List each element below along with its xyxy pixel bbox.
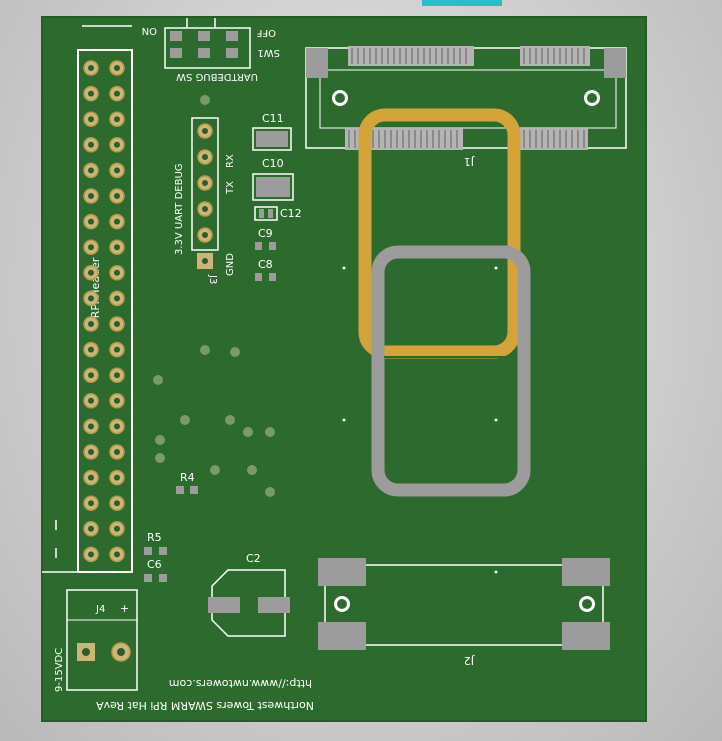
switch-name-label: UARTDEBUG SW	[176, 71, 258, 82]
header-pin-drill	[88, 551, 94, 558]
vias	[153, 95, 275, 497]
header-pin-drill	[114, 193, 120, 199]
resistor-r4: R4	[176, 471, 198, 494]
header-pin-drill	[114, 65, 120, 71]
header-pin-drill	[88, 116, 94, 123]
header-pin-drill	[114, 423, 120, 430]
j2-label: J2	[464, 654, 475, 667]
r5-label: R5	[147, 531, 162, 544]
edge-markers	[42, 25, 132, 573]
capacitor-c2: C2	[208, 552, 290, 637]
uart-debug-switch: ON OFF SW1 UARTDEBUG SW	[142, 18, 280, 82]
header-pin-drill	[88, 397, 94, 404]
header-pin-drill	[88, 244, 94, 251]
header-pin-drill	[114, 116, 120, 123]
header-pin-drill	[114, 321, 120, 327]
header-pin-drill	[114, 474, 120, 481]
header-pin-drill	[114, 90, 120, 97]
header-pin-drill	[114, 397, 120, 404]
rx-label: RX	[225, 154, 236, 168]
battery-holder-j2: J2	[318, 558, 610, 667]
header-pin-drill	[88, 321, 94, 327]
header-pin-drill	[88, 65, 94, 71]
header-pin-drill	[88, 167, 94, 174]
header-pin-drill	[114, 500, 120, 507]
header-pin-drill	[114, 372, 120, 379]
c11-label: C11	[262, 112, 284, 125]
grey-antenna-loop	[371, 245, 531, 497]
plus-label: +	[120, 602, 129, 615]
gnd-label: GND	[225, 253, 236, 276]
header-pin-drill	[114, 244, 120, 251]
c8-label: C8	[258, 258, 273, 271]
board-name: Northwest Towers SWARM RPi Hat RevA	[96, 699, 314, 712]
tx-label: TX	[225, 181, 236, 195]
switch-off-label: OFF	[256, 27, 276, 38]
header-pin-drill	[88, 525, 94, 532]
header-pin-drill	[88, 193, 94, 199]
capacitor-c6: C6	[144, 558, 167, 582]
header-pin-drill	[88, 500, 94, 507]
header-pin-drill	[114, 218, 120, 225]
copper-traces	[57, 27, 582, 642]
header-pin-drill	[114, 346, 120, 353]
capacitor-group: C11 C10 C12 C9 C8	[252, 112, 302, 281]
header-pin-drill	[88, 423, 94, 430]
resistor-r5: R5	[144, 531, 167, 555]
c2-label: C2	[246, 552, 261, 565]
c12-label: C12	[280, 207, 302, 220]
rpi-header: RPi Header	[77, 49, 133, 573]
uart-header-j3: 3.3V UART DEBUG RX TX GND J3	[174, 117, 236, 284]
header-pin-drill	[114, 295, 120, 302]
header-pin-drill	[88, 141, 94, 148]
header-pin-drill	[114, 269, 120, 276]
header-pin-drill	[88, 346, 94, 353]
header-pin-drill	[88, 269, 94, 276]
power-connector-j4: J4 + 9-15VDC	[54, 589, 138, 692]
j1-label: J1	[464, 155, 475, 168]
c10-label: C10	[262, 157, 284, 170]
header-pin-drill	[114, 525, 120, 532]
header-pin-drill	[88, 474, 94, 481]
switch-on-label: ON	[142, 25, 157, 36]
header-pin-drill	[88, 449, 94, 455]
uart-debug-label: 3.3V UART DEBUG	[174, 163, 185, 255]
header-pin-drill	[114, 551, 120, 558]
j3-label: J3	[207, 274, 218, 284]
j4-label: J4	[95, 604, 105, 615]
header-pin-drill	[88, 372, 94, 379]
header-pin-drill	[114, 449, 120, 455]
header-pin-drill	[88, 90, 94, 97]
connector-j1: J1	[305, 46, 627, 168]
header-pin-drill	[114, 167, 120, 174]
header-pin-drill	[88, 218, 94, 225]
accent-bar	[422, 0, 502, 6]
website-url: http://www.nwtowers.com	[169, 677, 312, 690]
power-input-label: 9-15VDC	[54, 648, 65, 692]
switch-ref-label: SW1	[257, 47, 280, 58]
header-pin-drill	[88, 295, 94, 302]
gold-antenna-loop	[358, 108, 521, 359]
r4-label: R4	[180, 471, 195, 484]
c6-label: C6	[147, 558, 162, 571]
header-pin-drill	[114, 141, 120, 148]
c9-label: C9	[258, 227, 273, 240]
